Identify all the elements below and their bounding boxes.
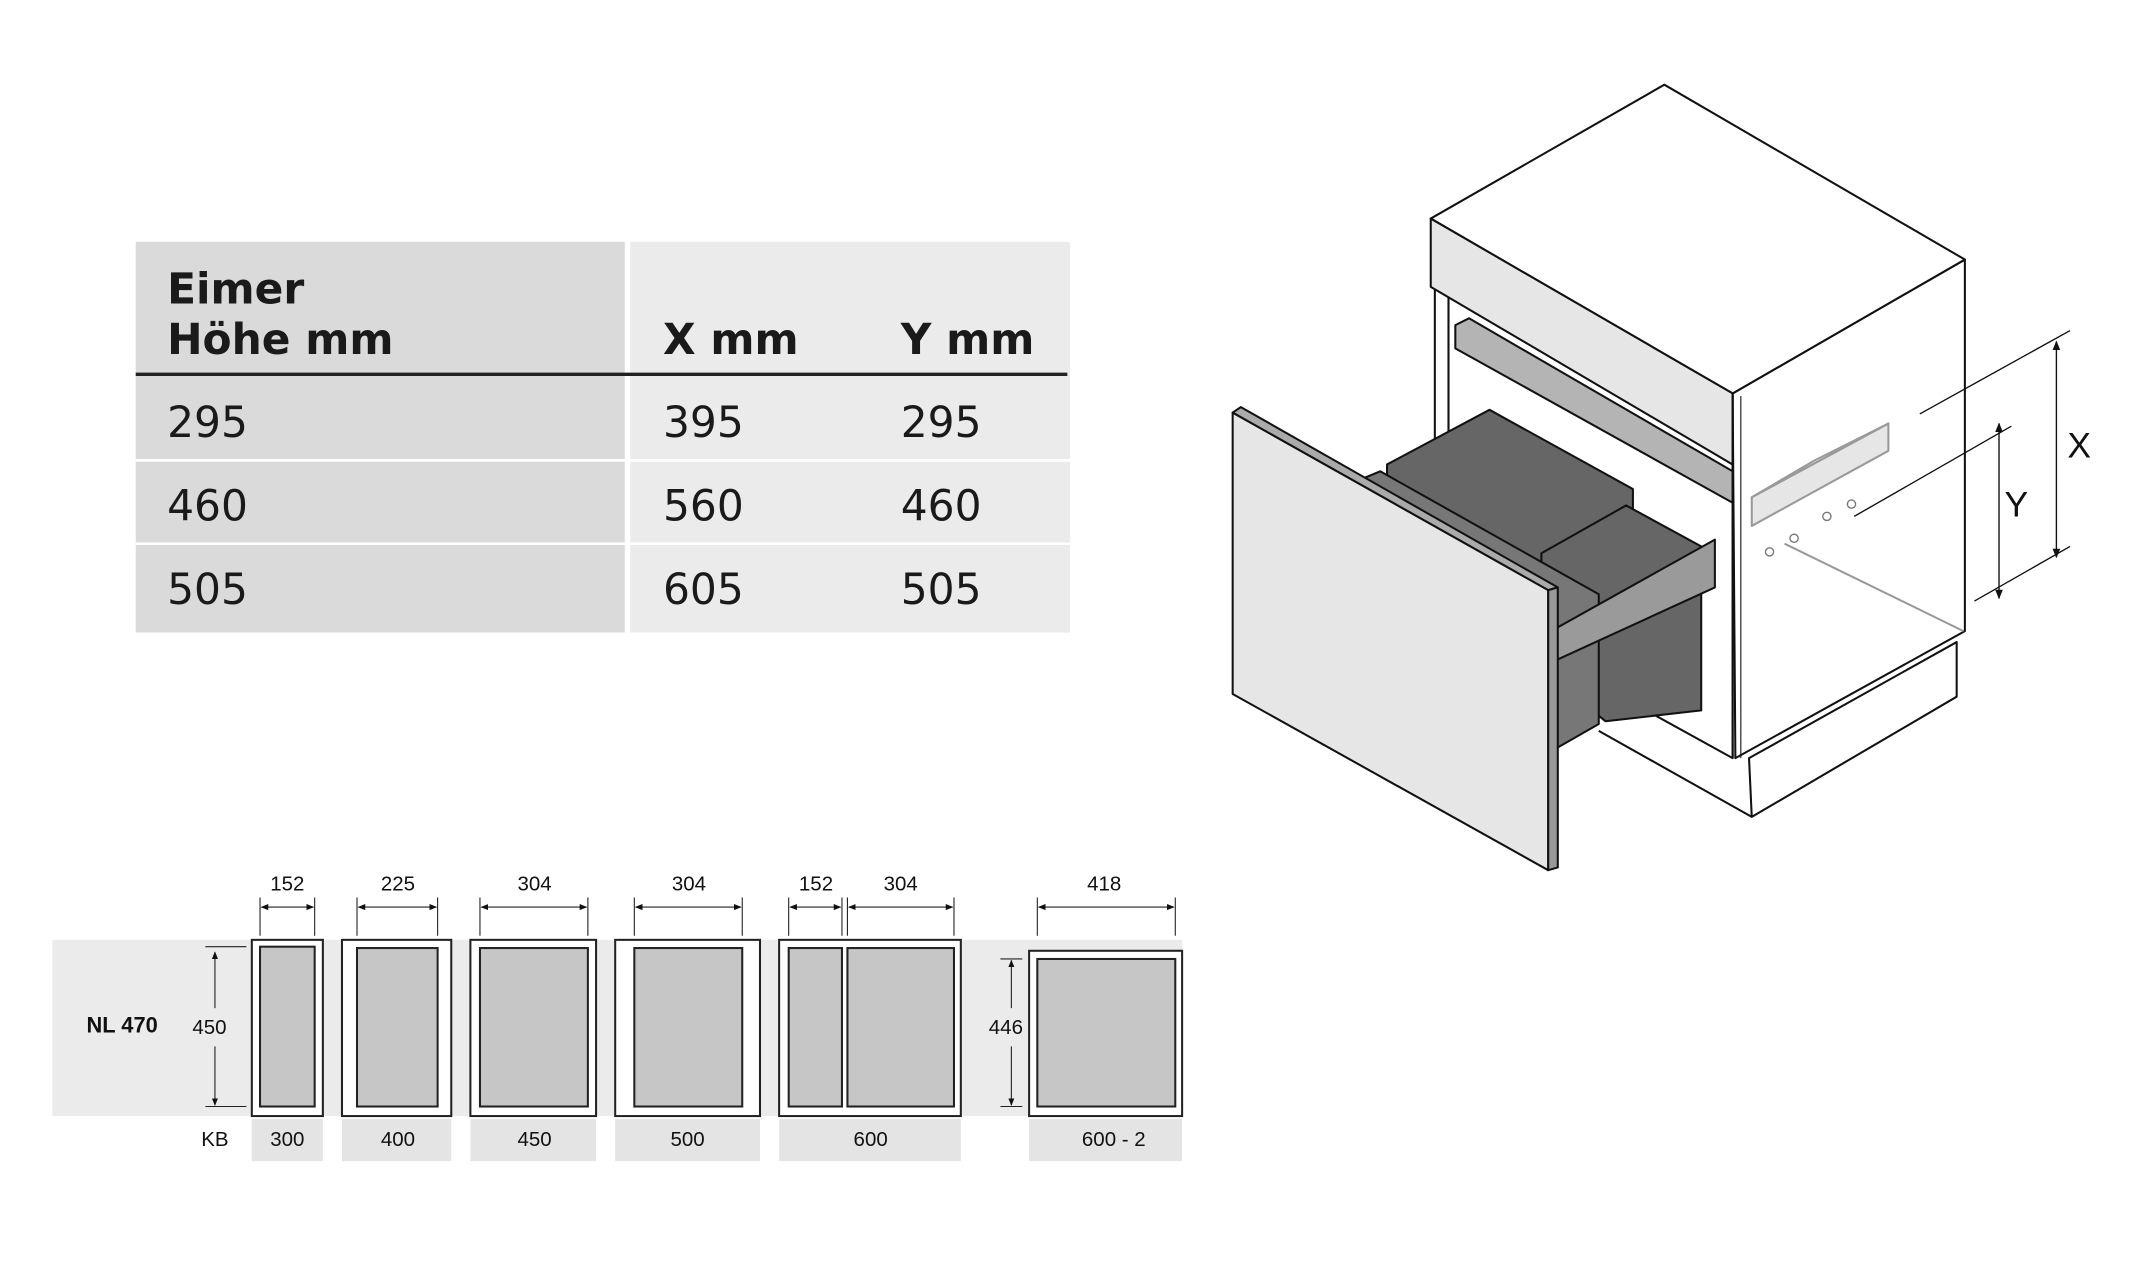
bin (633, 947, 744, 1108)
cell-hoehe: 505 (167, 565, 248, 614)
x-label: X (2067, 426, 2091, 466)
table-row: 295 395 295 (167, 398, 981, 447)
dimension-table: Eimer Höhe mm X mm Y mm 295 395 295 460 … (135, 241, 1071, 633)
height-label-446: 446 (989, 1016, 1023, 1039)
width-dimension-lines (205, 897, 1176, 1108)
width-label: 152 (270, 873, 304, 896)
width-label: 304 (672, 873, 706, 896)
width-label: 152 (799, 873, 833, 896)
kb-value: 450 (518, 1128, 552, 1151)
kb-label: KB (201, 1128, 228, 1151)
xy-dimension-lines (1853, 329, 2071, 602)
plinth (1748, 641, 1958, 818)
cell-y: 505 (901, 565, 982, 614)
width-label: 418 (1087, 873, 1121, 896)
bin (355, 947, 439, 1108)
header-y: Y mm (900, 315, 1035, 364)
row-label: NL 470 (87, 1013, 158, 1038)
header-x: X mm (663, 315, 799, 364)
bin-layout-diagram: NL 470 KB 300 400 450 500 600 600 - 2 (52, 873, 1184, 1162)
width-label: 304 (884, 873, 918, 896)
cell-x: 605 (663, 565, 744, 614)
kb-value: 600 (854, 1128, 888, 1151)
kb-value: 300 (270, 1128, 304, 1151)
table-row: 505 605 505 (167, 565, 981, 614)
kb-value: 500 (671, 1128, 705, 1151)
header-hoehe: Höhe mm (167, 315, 393, 364)
y-label: Y (2004, 484, 2028, 524)
table-row: 460 560 460 (167, 481, 981, 530)
height-label-450: 450 (192, 1016, 226, 1039)
kb-value: 400 (381, 1128, 415, 1151)
kb-value: 600 - 2 (1082, 1128, 1146, 1151)
table-right-column (630, 241, 1071, 633)
table-left-column (135, 241, 625, 633)
cell-hoehe: 460 (167, 481, 248, 530)
cell-hoehe: 295 (167, 398, 248, 447)
bin (787, 947, 843, 1108)
bin (846, 947, 956, 1108)
cell-x: 560 (663, 481, 744, 530)
cabinet-illustration (1231, 83, 1966, 872)
bin (258, 945, 316, 1108)
bin (1036, 957, 1177, 1108)
width-label: 225 (381, 873, 415, 896)
bin (478, 947, 589, 1108)
hole-pattern (1764, 499, 1857, 557)
cell-y: 295 (901, 398, 982, 447)
header-eimer: Eimer (167, 264, 304, 313)
width-label: 304 (518, 873, 552, 896)
cell-x: 395 (663, 398, 744, 447)
cell-y: 460 (901, 481, 982, 530)
